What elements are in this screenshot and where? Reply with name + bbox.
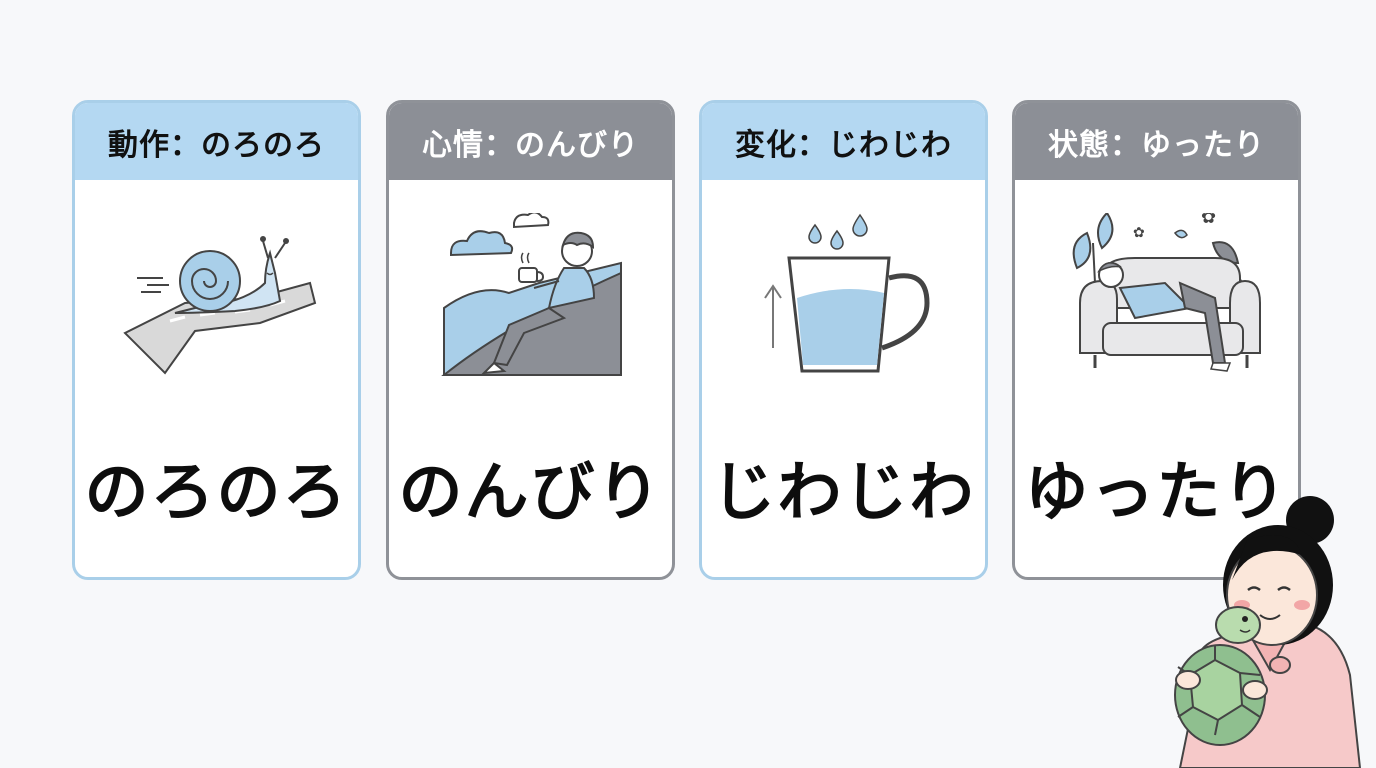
- card-nonbiri: 心情：のんびり のんびり: [386, 100, 675, 580]
- card-header: 動作：のろのろ: [75, 103, 358, 180]
- card-word: のろのろ: [84, 456, 349, 530]
- card-yuttari: 状態：ゆったり ✿ ✿ ゆったり: [1012, 100, 1301, 580]
- snail-icon: [123, 236, 317, 375]
- sofa-icon: ✿ ✿: [1072, 213, 1261, 372]
- cup-icon: [764, 213, 930, 373]
- card-header: 状態：ゆったり: [1015, 103, 1298, 180]
- woman-with-turtle-mascot: [1174, 496, 1362, 768]
- card-word: のんびり: [398, 456, 663, 530]
- card-noronoro: 動作：のろのろ のろのろ: [72, 100, 361, 580]
- card-word: じわじわ: [711, 456, 976, 530]
- relaxing-person-icon: [441, 213, 622, 376]
- card-header: 心情：のんびり: [389, 103, 672, 180]
- svg-text:✿: ✿: [1201, 213, 1216, 228]
- card-header: 変化：じわじわ: [702, 103, 985, 180]
- card-jiwajiwa: 変化：じわじわ じわじわ: [699, 100, 988, 580]
- card-word: ゆったり: [1024, 456, 1289, 530]
- svg-text:✿: ✿: [1133, 225, 1145, 241]
